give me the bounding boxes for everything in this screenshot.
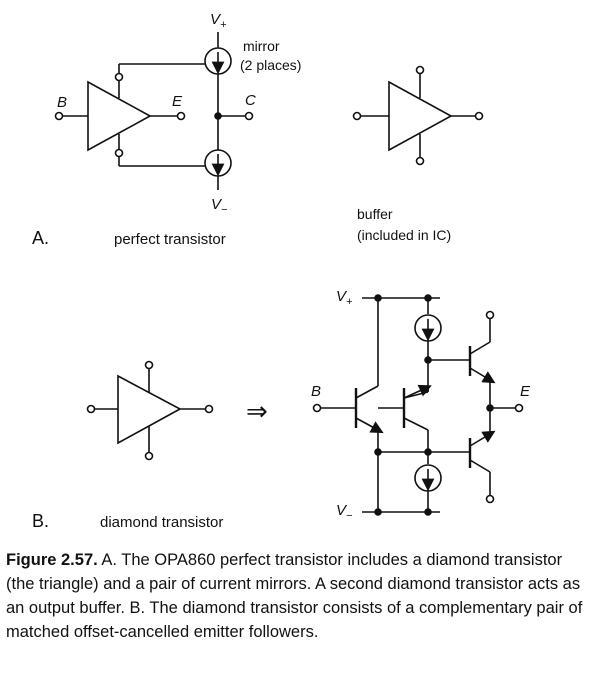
buffer-triangle [352, 65, 484, 166]
mirror-count-label: (2 places) [240, 57, 301, 73]
panel-b-title: diamond transistor [100, 514, 223, 531]
figure-caption: Figure 2.57. A. The OPA860 perfect trans… [6, 548, 586, 644]
diamond-transistor-a [54, 63, 218, 167]
terminal-b-label: B [57, 94, 67, 111]
buffer-label: buffer [357, 206, 393, 222]
terminal-b-label-b: B [311, 383, 321, 400]
terminal-e-label: E [172, 93, 183, 110]
v-minus-label-b: V− [336, 502, 353, 522]
diamond-transistor-b [86, 360, 214, 461]
v-minus-label: V− [211, 196, 228, 216]
terminal-e-node [176, 111, 186, 121]
figure-number: Figure 2.57. [6, 551, 98, 569]
panel-b-letter: B. [32, 511, 49, 531]
implies-arrow-icon: ⇒ [246, 396, 268, 426]
panel-a-letter: A. [32, 228, 49, 248]
terminal-c-label: C [245, 92, 256, 109]
panel-a-title: perfect transistor [114, 231, 226, 248]
panel-a: V+ mirror (2 places) B E C V− buffer (in… [32, 11, 484, 248]
circuit-figure: V+ mirror (2 places) B E C V− buffer (in… [32, 11, 531, 531]
v-plus-label: V+ [210, 11, 227, 31]
terminal-b-node [54, 111, 64, 121]
complementary-follower-schematic [312, 294, 524, 516]
terminal-e-label-b: E [520, 383, 531, 400]
mirror-label: mirror [243, 38, 280, 54]
buffer-note-label: (included in IC) [357, 227, 451, 243]
caption-text: A. The OPA860 perfect transistor include… [6, 551, 583, 641]
terminal-c-node [244, 111, 254, 121]
panel-b: ⇒ [32, 288, 531, 531]
v-plus-label-b: V+ [336, 288, 353, 308]
current-mirrors-a [204, 32, 254, 190]
